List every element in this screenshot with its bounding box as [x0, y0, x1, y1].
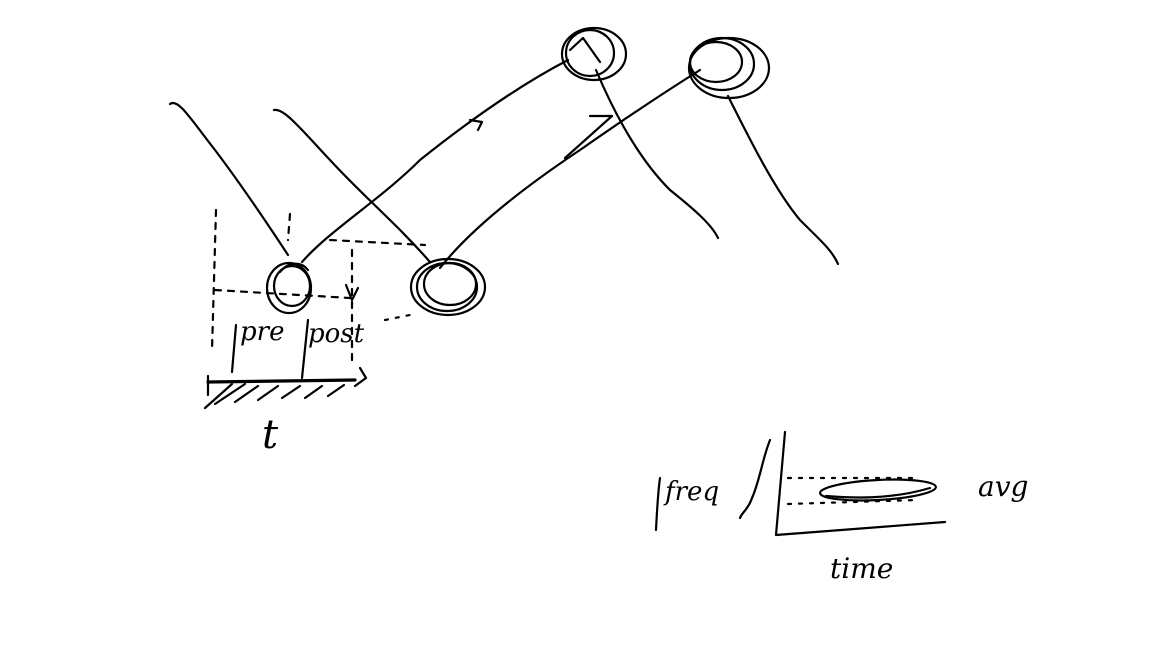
- post-spike-line: [300, 318, 310, 380]
- label-pre: pre: [240, 317, 284, 347]
- pre-spike-line: [230, 323, 238, 374]
- label-time: time: [830, 552, 893, 585]
- input-axon-left: [168, 101, 290, 257]
- neuron-top-right: [687, 36, 771, 100]
- neuron-post: [409, 257, 487, 317]
- label-freq: freq: [663, 477, 719, 507]
- arrowhead-2: [563, 114, 614, 160]
- label-avg: avg: [978, 470, 1028, 503]
- neuron-pre: [265, 261, 313, 315]
- axon-top-right-out: [726, 94, 840, 266]
- axon-top-left-out: [594, 68, 720, 240]
- input-axon-right: [272, 108, 432, 264]
- dashed-measurement-box: [210, 208, 427, 367]
- neuron-top-left: [560, 26, 628, 82]
- axon-post-to-top-right: [438, 68, 702, 270]
- arrowhead-1: [468, 118, 484, 132]
- label-t: t: [262, 412, 279, 458]
- axon-pre-to-top-left: [300, 58, 570, 264]
- hatched-time-axis: [203, 366, 368, 410]
- freq-time-sketch: [654, 430, 947, 537]
- label-post: post: [308, 319, 365, 349]
